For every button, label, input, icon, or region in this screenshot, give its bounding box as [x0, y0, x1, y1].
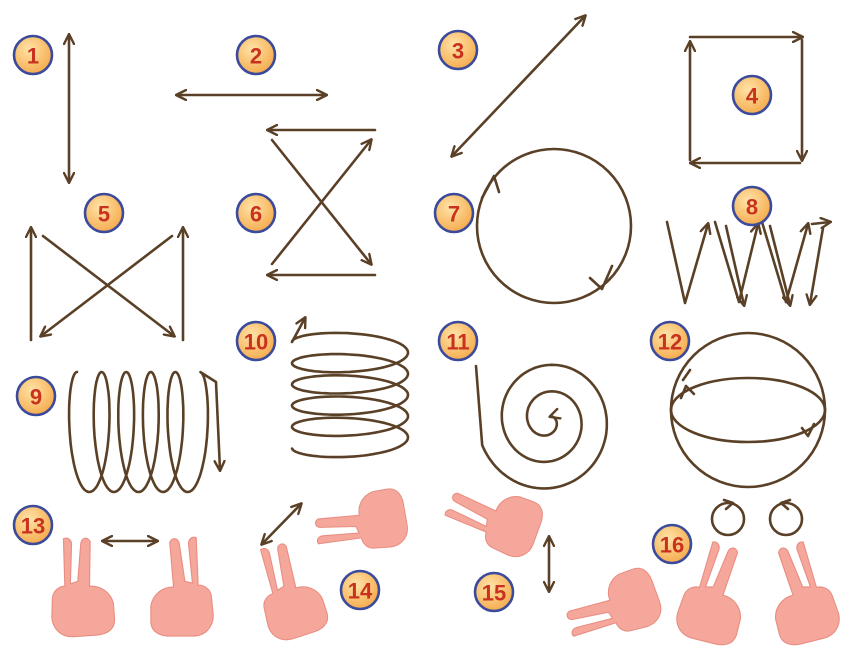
- badge-number: 4: [746, 84, 759, 109]
- badge-number: 10: [244, 330, 268, 355]
- badge-13: 13: [14, 506, 52, 544]
- gesture-12-sphere-arrows-icon: [671, 333, 825, 487]
- badge-number: 11: [446, 330, 469, 355]
- badge-2: 2: [237, 36, 275, 74]
- badge-number: 12: [658, 330, 682, 355]
- gesture-7-circle-arrow-icon: [477, 149, 631, 303]
- badge-number: 2: [250, 44, 262, 69]
- gesture-5-crossed-x-arrows-icon: [31, 228, 183, 340]
- badge-7: 7: [435, 194, 473, 232]
- badge-number: 9: [30, 385, 42, 410]
- gesture-6-hourglass-arrows-icon: [268, 130, 375, 275]
- badge-number: 13: [21, 514, 45, 539]
- badge-15: 15: [475, 573, 513, 611]
- gesture-8-zigzag-arrows-icon: [667, 222, 830, 305]
- gesture-10-vertical-coil-icon: [292, 318, 408, 457]
- badge-11: 11: [439, 322, 477, 360]
- badge-number: 14: [348, 579, 373, 604]
- gesture-9-horizontal-coil-icon: [69, 372, 220, 492]
- badge-12: 12: [651, 322, 689, 360]
- badge-10: 10: [237, 322, 275, 360]
- badge-5: 5: [85, 194, 123, 232]
- gesture-13-two-hands-horizontal-icon: [46, 535, 213, 638]
- gesture-16-two-hands-circles-icon: [673, 500, 843, 647]
- badge-number: 8: [746, 195, 758, 220]
- badge-9: 9: [17, 377, 55, 415]
- gesture-11-spiral-icon: [476, 365, 607, 489]
- badge-number: 7: [448, 202, 460, 227]
- badge-number: 5: [98, 202, 110, 227]
- badge-4: 4: [733, 76, 771, 114]
- badge-number: 1: [27, 44, 39, 69]
- badge-number: 6: [250, 202, 262, 227]
- badge-1: 1: [14, 36, 52, 74]
- gesture-14-two-hands-diagonal-icon: [245, 487, 411, 645]
- badge-8: 8: [733, 187, 771, 225]
- gesture-15-two-hands-vertical-icon: [439, 475, 666, 647]
- badge-6: 6: [237, 194, 275, 232]
- badge-number: 3: [452, 39, 464, 64]
- badge-14: 14: [341, 571, 379, 609]
- badge-3: 3: [439, 31, 477, 69]
- badge-number: 15: [482, 581, 506, 606]
- badge-number: 16: [660, 533, 684, 558]
- badge-16: 16: [653, 525, 691, 563]
